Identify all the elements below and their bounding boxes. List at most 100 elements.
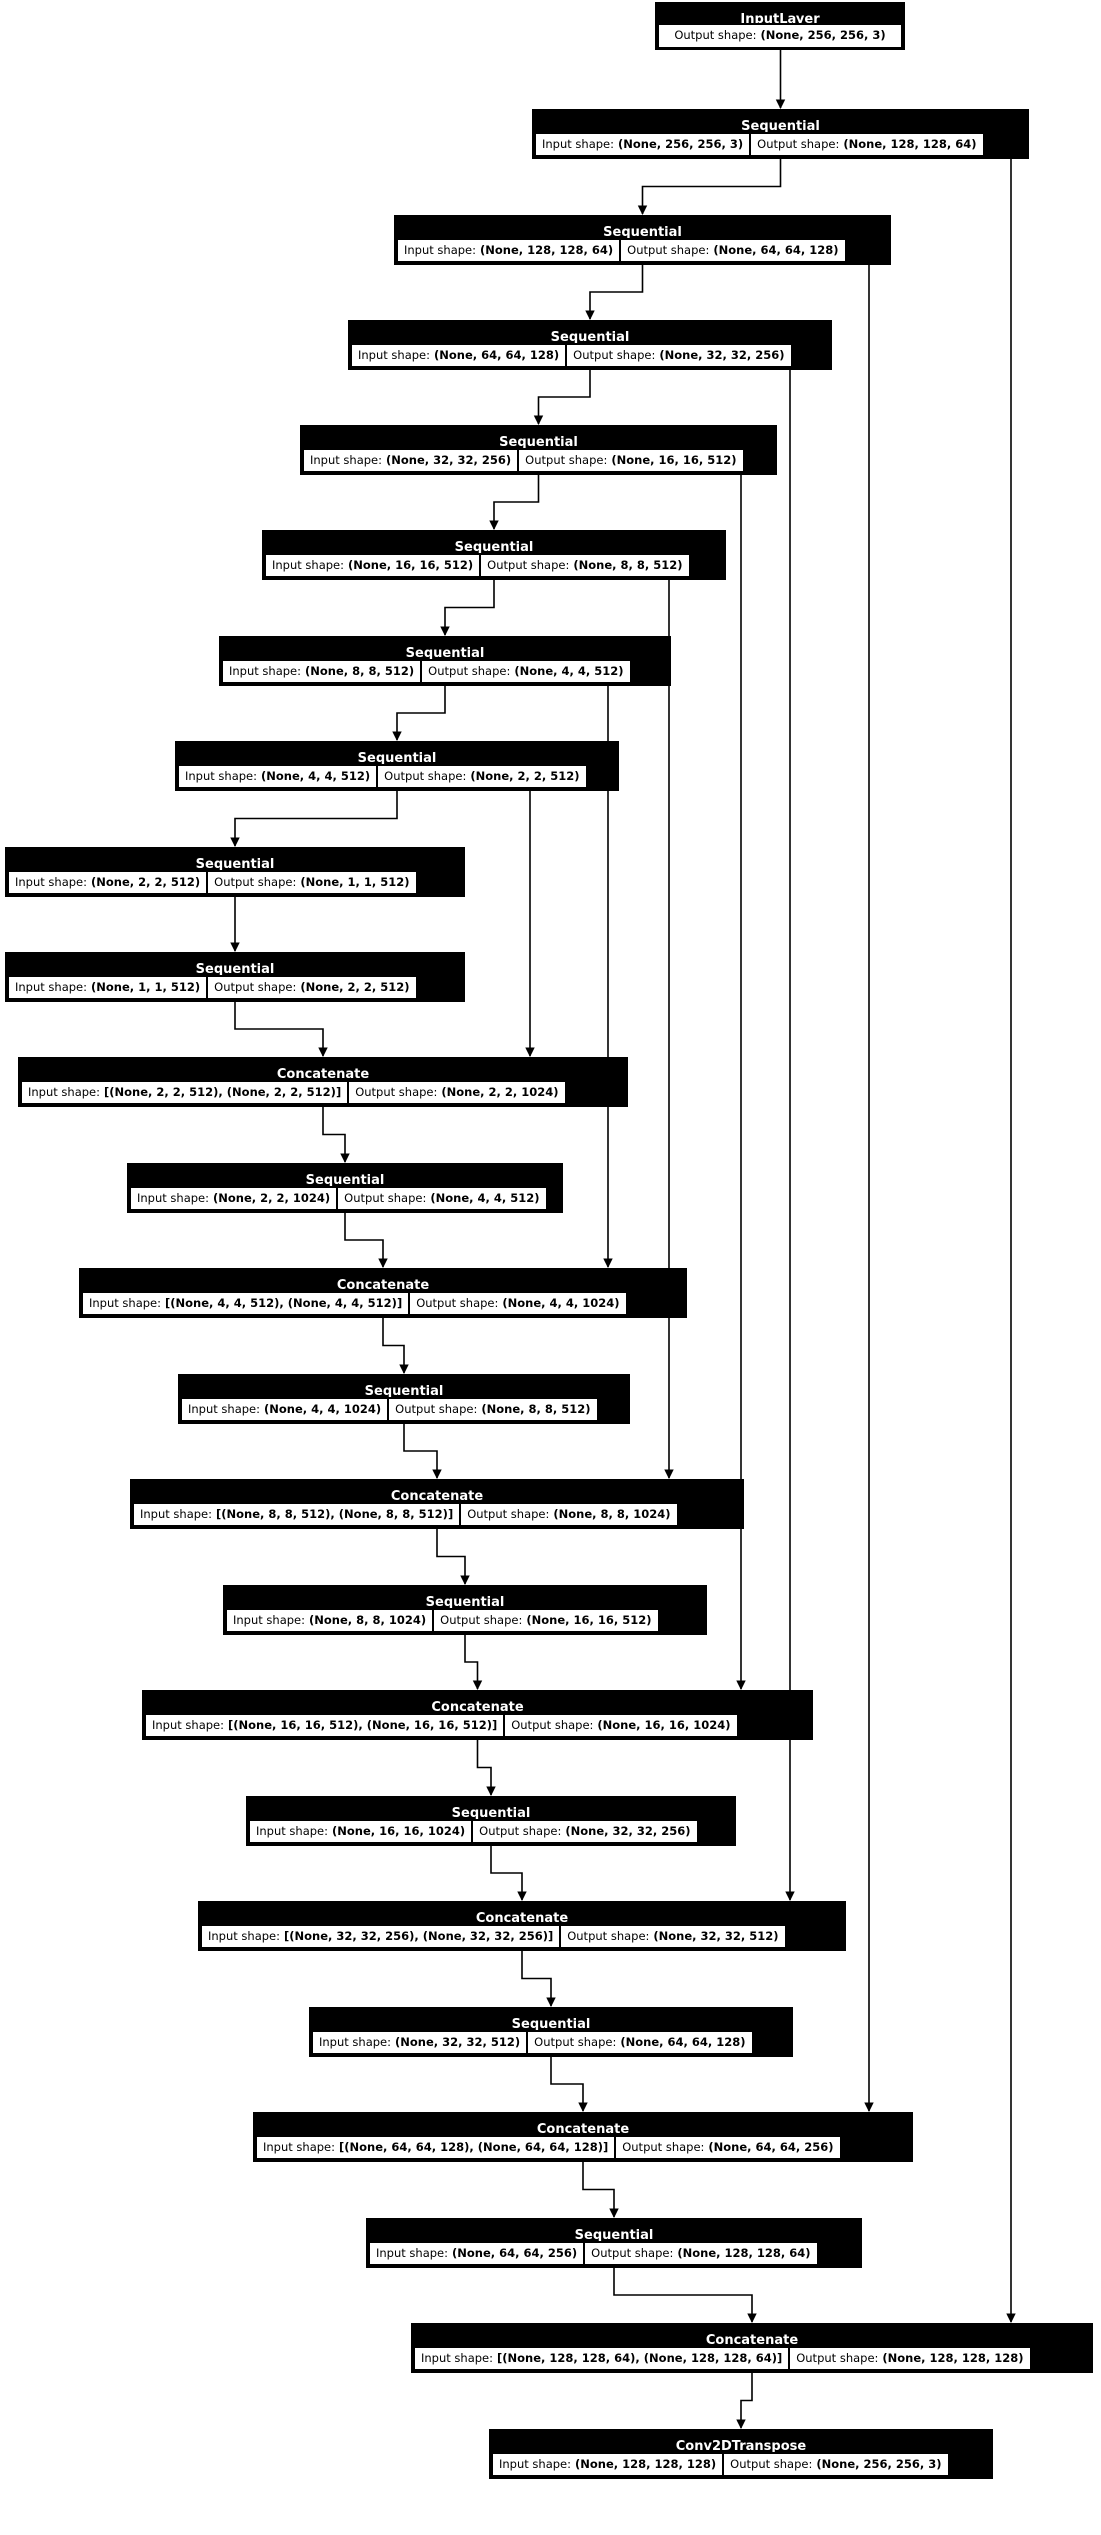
input-shape-cell-label: Input shape: — [208, 1928, 281, 1943]
input-shape-cell-label: Input shape: — [229, 663, 302, 678]
output-shape-cell: Output shape:(None, 32, 32, 256) — [567, 344, 791, 366]
output-shape-cell: Output shape:(None, 2, 2, 512) — [208, 976, 416, 998]
node-shapes: Input shape:[(None, 64, 64, 128), (None,… — [255, 2134, 911, 2160]
node-shapes: Input shape:(None, 32, 32, 512)Output sh… — [311, 2029, 791, 2055]
input-shape-cell: Input shape:(None, 2, 2, 1024) — [131, 1187, 337, 1209]
output-shape-cell-label: Output shape: — [534, 2034, 617, 2049]
output-shape-cell: Output shape:(None, 128, 128, 128) — [790, 2347, 1030, 2369]
output-shape-cell-label: Output shape: — [214, 979, 297, 994]
node-title: Sequential — [368, 2220, 860, 2241]
output-shape-cell: Output shape:(None, 8, 8, 512) — [389, 1398, 597, 1420]
node-title: Sequential — [396, 217, 889, 238]
edge — [382, 1318, 409, 1374]
node-title: Sequential — [177, 743, 617, 764]
output-shape-cell: Output shape:(None, 256, 256, 3) — [724, 2453, 948, 2475]
input-shape-cell-value: (None, 16, 16, 1024) — [332, 1823, 466, 1838]
node-shapes: Input shape:(None, 8, 8, 1024)Output sha… — [225, 1607, 705, 1633]
input-shape-cell-value: (None, 128, 128, 64) — [480, 242, 614, 257]
edge — [464, 1635, 483, 1690]
output-shape-cell: Output shape:(None, 64, 64, 128) — [621, 239, 845, 261]
output-shape-cell-label: Output shape: — [757, 136, 840, 151]
output-shape-cell-value: (None, 128, 128, 128) — [882, 2350, 1024, 2365]
output-shape-cell-label: Output shape: — [796, 2350, 879, 2365]
edge — [637, 159, 782, 215]
input-shape-cell: Input shape:[(None, 16, 16, 512), (None,… — [146, 1714, 504, 1736]
output-shape-cell-value: (None, 4, 4, 512) — [514, 663, 624, 678]
output-shape-cell-label: Output shape: — [525, 452, 608, 467]
input-shape-cell-label: Input shape: — [358, 347, 431, 362]
edge — [230, 791, 398, 847]
output-shape-cell-label: Output shape: — [511, 1717, 594, 1732]
input-shape-cell-label: Input shape: — [310, 452, 383, 467]
output-shape-cell-label: Output shape: — [622, 2139, 705, 2154]
input-shape-cell: Input shape:[(None, 8, 8, 512), (None, 8… — [134, 1503, 460, 1525]
input-shape-cell: Input shape:(None, 16, 16, 1024) — [250, 1820, 472, 1842]
edge — [476, 1740, 496, 1796]
input-shape-cell: Input shape:[(None, 4, 4, 512), (None, 4… — [83, 1292, 409, 1314]
input-shape-cell-label: Input shape: — [185, 768, 258, 783]
output-shape-cell-value: (None, 32, 32, 256) — [565, 1823, 691, 1838]
node-title: Concatenate — [200, 1903, 844, 1924]
input-shape-cell: Input shape:(None, 256, 256, 3) — [536, 133, 750, 155]
output-shape-cell-label: Output shape: — [674, 28, 757, 42]
output-shape-cell: Output shape:(None, 32, 32, 512) — [561, 1925, 785, 1947]
node-title: Concatenate — [144, 1692, 811, 1713]
node-shapes: Input shape:(None, 16, 16, 1024)Output s… — [248, 1818, 734, 1844]
node-shapes: Input shape:(None, 4, 4, 512)Output shap… — [177, 763, 617, 789]
node-title: Sequential — [221, 638, 669, 659]
output-shape-cell-value: (None, 64, 64, 128) — [620, 2034, 746, 2049]
input-shape-cell-label: Input shape: — [499, 2456, 572, 2471]
edge — [234, 1002, 328, 1057]
node-title: Sequential — [7, 954, 463, 975]
output-shape-cell-label: Output shape: — [416, 1295, 499, 1310]
node-shapes: Input shape:(None, 64, 64, 128)Output sh… — [350, 342, 830, 368]
input-shape-cell-label: Input shape: — [376, 2245, 449, 2260]
node-shapes: Input shape:(None, 128, 128, 128)Output … — [491, 2451, 991, 2477]
output-shape-cell-value: (None, 32, 32, 512) — [653, 1928, 779, 1943]
output-shape-cell-value: (None, 16, 16, 1024) — [597, 1717, 731, 1732]
node-shapes: Input shape:[(None, 32, 32, 256), (None,… — [200, 1923, 844, 1949]
node-shapes: Input shape:[(None, 128, 128, 64), (None… — [413, 2345, 1091, 2371]
input-shape-cell-label: Input shape: — [89, 1295, 162, 1310]
input-shape-cell: Input shape:(None, 16, 16, 512) — [266, 554, 480, 576]
node-shapes: Input shape:(None, 32, 32, 256)Output sh… — [302, 447, 775, 473]
output-shape-cell-label: Output shape: — [591, 2245, 674, 2260]
output-shape-cell: Output shape:(None, 16, 16, 512) — [519, 449, 743, 471]
input-shape-cell: Input shape:[(None, 2, 2, 512), (None, 2… — [22, 1081, 348, 1103]
node-shapes: Input shape:[(None, 2, 2, 512), (None, 2… — [20, 1079, 626, 1105]
node-title: Conv2DTranspose — [491, 2431, 991, 2452]
node-shapes: Input shape:[(None, 16, 16, 512), (None,… — [144, 1712, 811, 1738]
edge — [489, 475, 540, 530]
output-shape-cell-value: (None, 2, 2, 1024) — [441, 1084, 559, 1099]
node-shapes: Input shape:[(None, 4, 4, 512), (None, 4… — [81, 1290, 685, 1316]
input-shape-cell: Input shape:(None, 64, 64, 128) — [352, 344, 566, 366]
node-title: Concatenate — [132, 1481, 742, 1502]
edge — [322, 1107, 350, 1163]
edge — [533, 370, 591, 425]
